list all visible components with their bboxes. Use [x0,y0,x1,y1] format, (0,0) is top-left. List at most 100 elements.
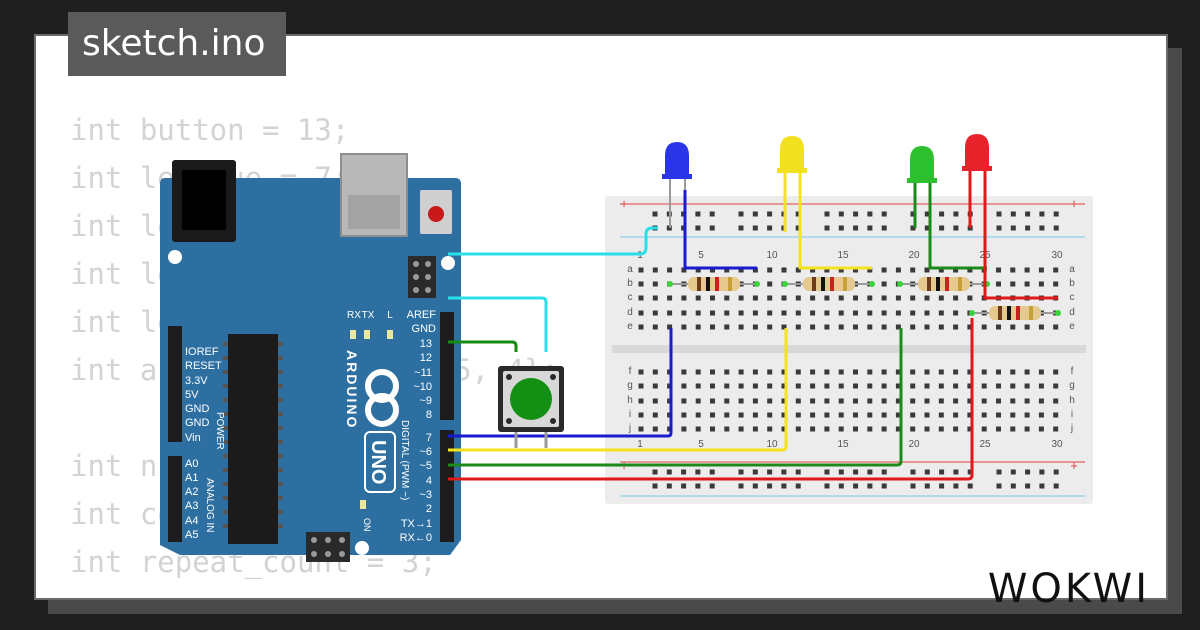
led-green[interactable] [907,146,937,228]
code-line: int button = 13; [70,113,350,147]
breadboard-hole [881,426,887,432]
breadboard-hole [695,426,701,432]
breadboard-hole [895,324,901,330]
breadboard-hole [781,426,787,432]
breadboard-hole [838,211,844,217]
breadboard[interactable]: 1 5 10 15 20 25 30 1 5 10 15 20 25 30 a … [605,196,1093,504]
breadboard-hole [667,295,673,301]
column-number: 25 [979,439,991,450]
reset-button-cap[interactable] [428,206,444,222]
breadboard-hole [681,426,687,432]
pin-label: ~6 [419,446,432,458]
wokwi-logo[interactable]: WOKWI [987,566,1150,612]
breadboard-hole [695,383,701,389]
breadboard-hole [752,295,758,301]
breadboard-hole [681,383,687,389]
wire-yellow-pin6[interactable] [448,328,788,452]
resistor[interactable] [667,277,760,291]
breadboard-hole [652,267,658,273]
rail-plus-symbol: + [1070,196,1078,211]
breadboard-hole [752,412,758,418]
wire-yellow-led[interactable] [798,190,872,270]
breadboard-hole [767,398,773,404]
row-label: c [628,292,633,303]
breadboard-hole [895,383,901,389]
breadboard-hole [1024,267,1030,273]
breadboard-hole [752,369,758,375]
breadboard-hole [924,469,930,475]
wire-cyan-gnd[interactable] [448,226,658,256]
breadboard-hole [881,383,887,389]
breadboard-hole [767,383,773,389]
breadboard-hole [752,469,758,475]
breadboard-hole [752,398,758,404]
breadboard-hole [667,310,673,316]
resistor[interactable] [782,277,875,291]
wire-cyan-button[interactable] [448,296,548,352]
wire-green-led[interactable] [928,190,987,270]
wire-blue-led[interactable] [683,190,757,270]
push-button[interactable] [498,366,564,448]
breadboard-hole [752,225,758,231]
pin-label: 3.3V [185,375,208,387]
digital-header-upper [440,312,454,420]
breadboard-hole [867,369,873,375]
resistor[interactable] [969,306,1061,320]
breadboard-hole [681,483,687,489]
breadboard-hole [881,483,887,489]
row-label: g [1069,380,1075,391]
rx-led [350,330,356,339]
breadboard-hole [810,324,816,330]
pin-label: A1 [185,472,198,484]
led-red[interactable] [962,134,992,228]
column-number: 30 [1051,250,1063,261]
breadboard-hole [867,211,873,217]
button-cap[interactable] [510,378,552,420]
wire-green-pin13[interactable] [448,340,518,352]
wire-red-pin4[interactable] [448,318,974,481]
breadboard-hole [867,310,873,316]
breadboard-hole [1053,383,1059,389]
arduino-board[interactable]: AREF GND 13 12 ~11 ~10 ~9 8 7 ~6 ~5 4 ~3… [160,153,461,562]
breadboard-hole [767,412,773,418]
wire-red-led[interactable] [983,178,1058,300]
wire-blue-pin7[interactable] [448,328,673,438]
led-yellow[interactable] [777,136,807,232]
breadboard-hole [838,469,844,475]
row-label: f [629,366,632,377]
breadboard-hole [981,426,987,432]
breadboard-hole [810,369,816,375]
breadboard-hole [996,211,1002,217]
breadboard-hole [810,267,816,273]
breadboard-hole [710,426,715,432]
breadboard-hole [695,211,701,217]
breadboard-hole [824,267,830,273]
breadboard-hole [795,426,801,432]
led-blue[interactable] [662,142,692,228]
digital-header-lower [440,430,454,542]
breadboard-hole [795,369,801,375]
breadboard-hole [895,310,901,316]
wires [448,178,1058,481]
breadboard-hole [910,295,916,301]
breadboard-hole [738,324,744,330]
breadboard-hole [1053,281,1059,287]
breadboard-hole [1010,383,1016,389]
file-tab[interactable]: sketch.ino [68,12,286,76]
breadboard-hole [795,324,801,330]
breadboard-hole [1039,225,1045,231]
breadboard-hole [781,267,787,273]
breadboard-hole [953,211,959,217]
breadboard-hole [953,383,959,389]
breadboard-hole [824,211,830,217]
breadboard-hole [1038,369,1044,375]
breadboard-hole [710,398,715,404]
breadboard-hole [724,398,730,404]
breadboard-hole [666,483,672,489]
breadboard-hole [1010,324,1016,330]
breadboard-hole [666,469,672,475]
wire-green-pin5[interactable] [448,328,903,467]
pin-label: 4 [426,475,432,487]
breadboard-hole [795,483,801,489]
breadboard-hole [867,426,873,432]
